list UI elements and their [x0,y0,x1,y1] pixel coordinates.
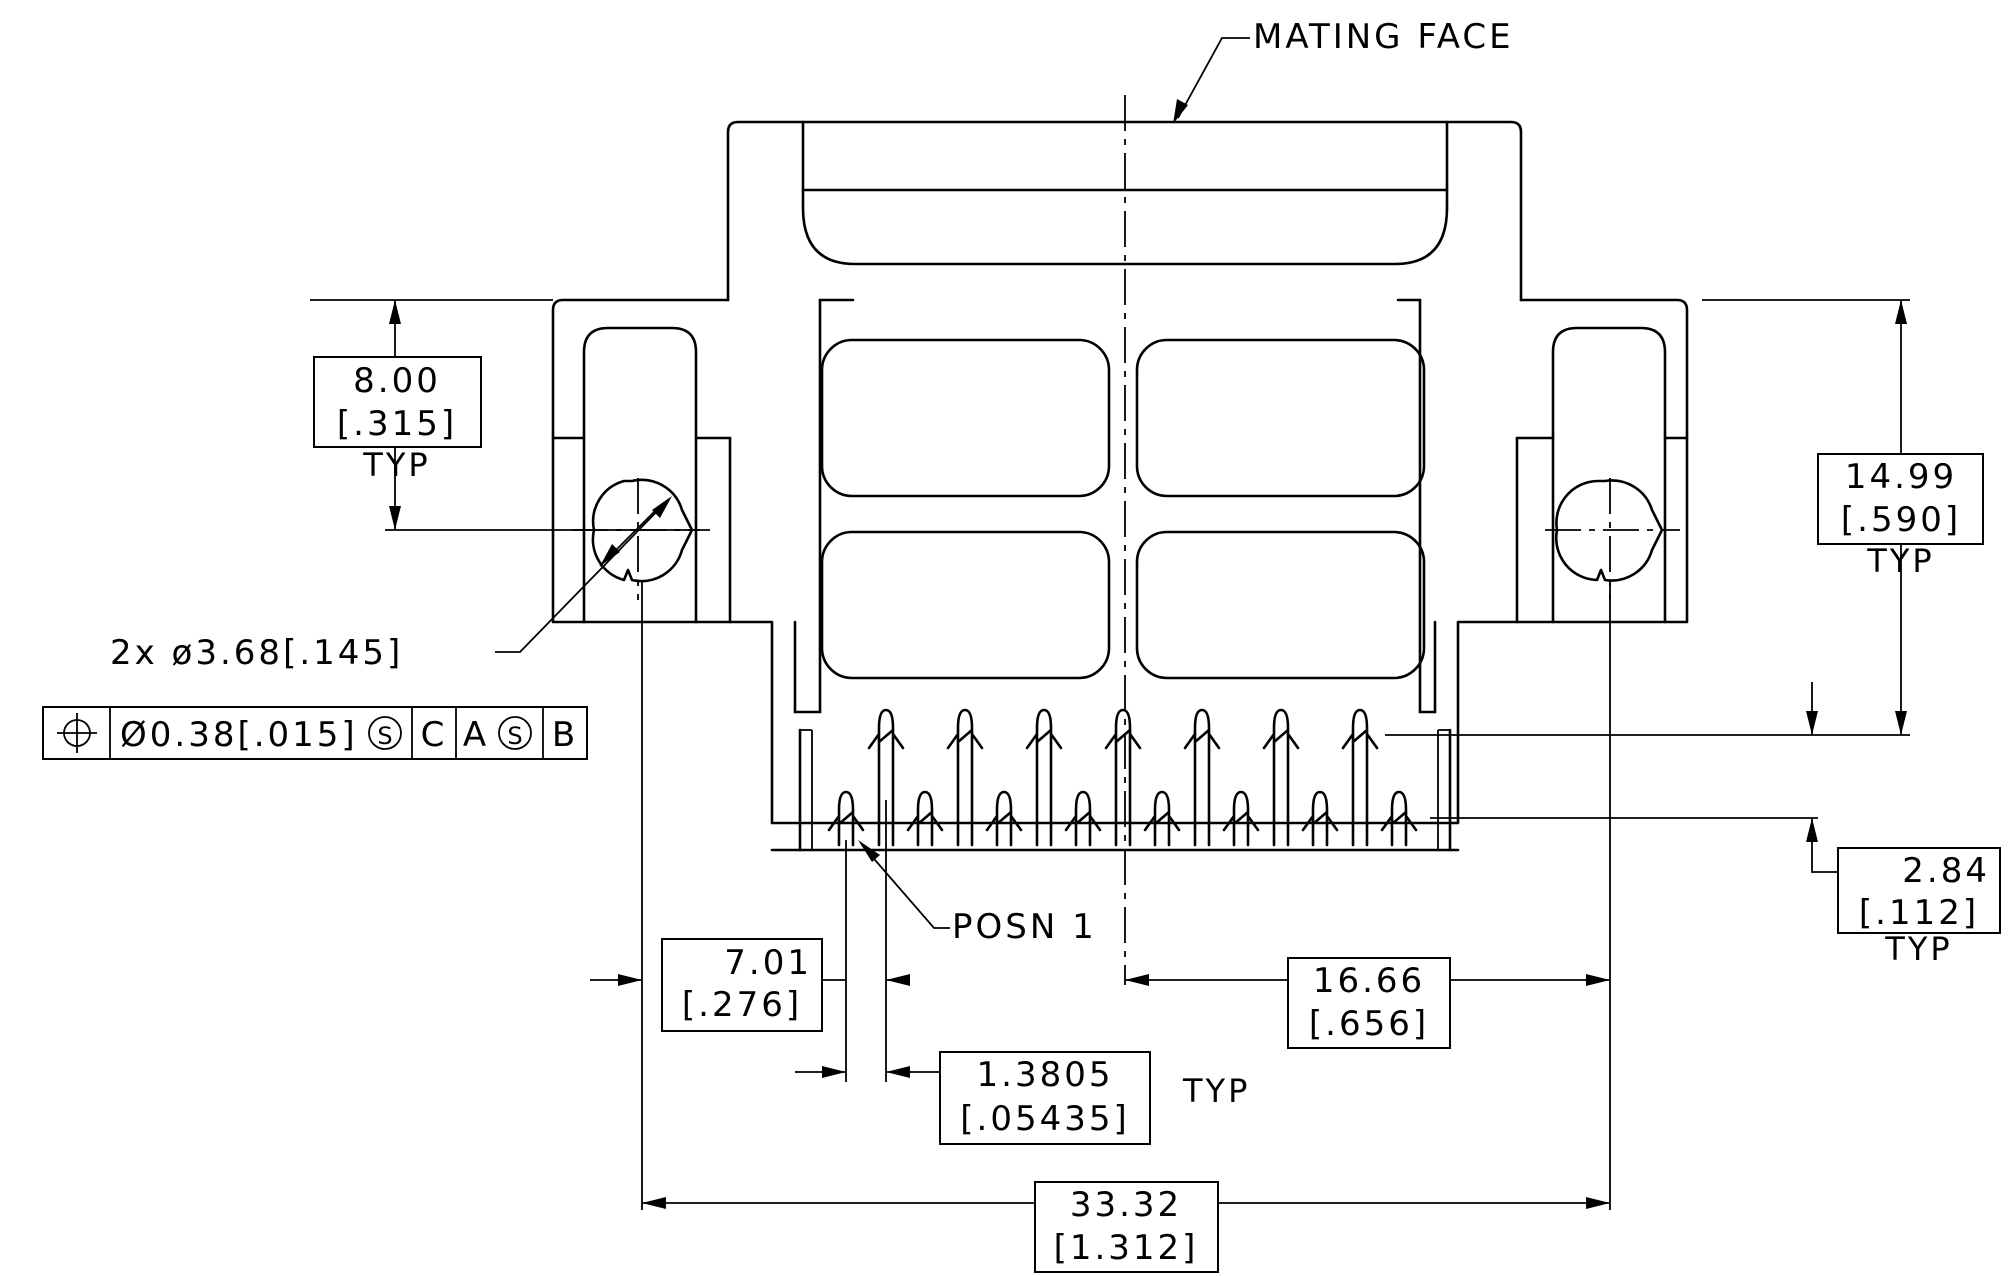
terminal-pin [906,790,944,847]
terminal-pin [1262,708,1300,847]
connector-body [551,120,1689,852]
modifier-circle-icon [498,716,532,750]
typ-label: TYP [1182,1072,1250,1110]
dimension-16-66: 16.66 [.656] [1287,957,1451,1049]
terminal-pin [1025,708,1063,847]
dimension-33-32: 33.32 [1.312] [1034,1181,1219,1273]
dimension-2-84: 2.84 [.112] TYP [1837,847,2001,968]
svg-text:S: S [377,722,392,750]
typ-label: TYP [1884,930,1952,968]
terminal-pin [1380,790,1418,847]
terminal-pin [1143,790,1181,847]
terminal-pin [985,790,1023,847]
svg-text:16.66: 16.66 [1313,961,1425,1001]
svg-text:33.32: 33.32 [1070,1185,1182,1225]
svg-text:C: C [421,715,448,755]
hole-callout: 2x ø3.68[.145] [110,633,403,673]
terminal-pin [946,708,984,847]
feature-control-frame: Ø0.38[.015] S C A S B [42,706,588,760]
svg-text:[.590]: [.590] [1841,500,1961,540]
svg-text:[1.312]: [1.312] [1054,1228,1199,1268]
terminal-pin [1301,790,1339,847]
svg-text:2.84: 2.84 [1902,851,1990,891]
svg-text:8.00: 8.00 [353,361,441,401]
svg-text:1.3805: 1.3805 [977,1055,1114,1095]
terminal-pins [827,708,1418,847]
mating-face-label: MATING FACE [1253,17,1514,57]
svg-text:[.276]: [.276] [682,985,802,1025]
svg-text:B: B [552,715,578,755]
terminal-pin [827,790,865,847]
centerlines [572,95,1680,985]
svg-text:7.01: 7.01 [724,943,812,983]
typ-label: TYP [1866,542,1934,580]
dimension-1-3805: 1.3805 [.05435] TYP [939,1051,1250,1145]
posn1-label: POSN 1 [952,907,1097,947]
svg-text:[.315]: [.315] [337,404,457,444]
terminal-pin [1064,790,1102,847]
typ-label: TYP [362,446,430,484]
svg-text:Ø0.38[.015]: Ø0.38[.015] [120,715,358,755]
svg-text:[.112]: [.112] [1859,893,1979,933]
terminal-pin [1104,708,1142,847]
terminal-pin [1183,708,1221,847]
dimension-lines [310,37,1910,1210]
terminal-pin [1222,790,1260,847]
dimension-14-99: 14.99 [.590] TYP [1817,453,1984,580]
svg-text:[.656]: [.656] [1309,1004,1429,1044]
svg-text:14.99: 14.99 [1845,457,1957,497]
modifier-circle-icon [368,716,402,750]
dimension-8-00: 8.00 [.315] TYP [313,356,482,484]
dimension-7-01: 7.01 [.276] [661,938,823,1032]
svg-text:S: S [507,722,522,750]
svg-text:[.05435]: [.05435] [960,1099,1130,1139]
position-icon [57,713,97,753]
svg-text:A: A [463,715,489,755]
terminal-pin [1341,708,1379,847]
terminal-pin [867,708,905,847]
